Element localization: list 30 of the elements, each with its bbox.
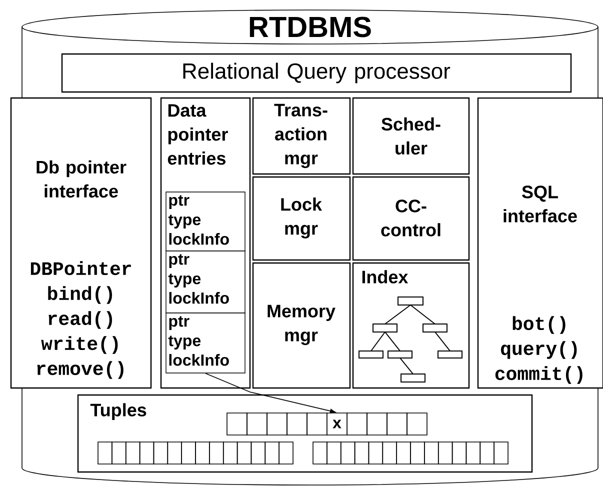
component-box	[252, 176, 351, 261]
method-list: DBPointer bind() read() write() remove()	[30, 261, 131, 379]
tuple-cell	[326, 412, 348, 436]
box-label: Db pointer interface	[36, 160, 126, 198]
box-label: Relational Query processor	[183, 62, 450, 84]
interface-box	[10, 97, 152, 389]
component-box	[252, 262, 351, 389]
component-box	[352, 262, 470, 389]
box-label: Memory mgr	[268, 304, 336, 346]
component-box	[352, 97, 470, 175]
component-box	[352, 176, 470, 261]
component-box	[252, 97, 351, 175]
box-label: Trans- action mgr	[274, 104, 328, 168]
entry-box	[166, 250, 246, 314]
field-list: ptr type lockInfo	[168, 254, 229, 304]
box-label: Index	[362, 270, 408, 284]
tuples-box	[77, 394, 533, 473]
title: RTDBMS	[250, 16, 371, 38]
cell-label: x	[332, 420, 342, 428]
box-label: Tuples	[90, 403, 146, 420]
processor-box	[61, 53, 572, 93]
box-label: CC- control	[381, 200, 440, 236]
box-label: Sched- uler	[382, 117, 440, 155]
box-label: Data pointer entries	[168, 104, 228, 165]
entry-box	[166, 312, 246, 374]
field-list: ptr type lockInfo	[168, 316, 229, 366]
box-label: Lock mgr	[281, 198, 322, 238]
method-list: bot() query() commit()	[495, 316, 582, 384]
entry-box	[166, 192, 246, 252]
box-label: SQL interface	[504, 186, 577, 222]
